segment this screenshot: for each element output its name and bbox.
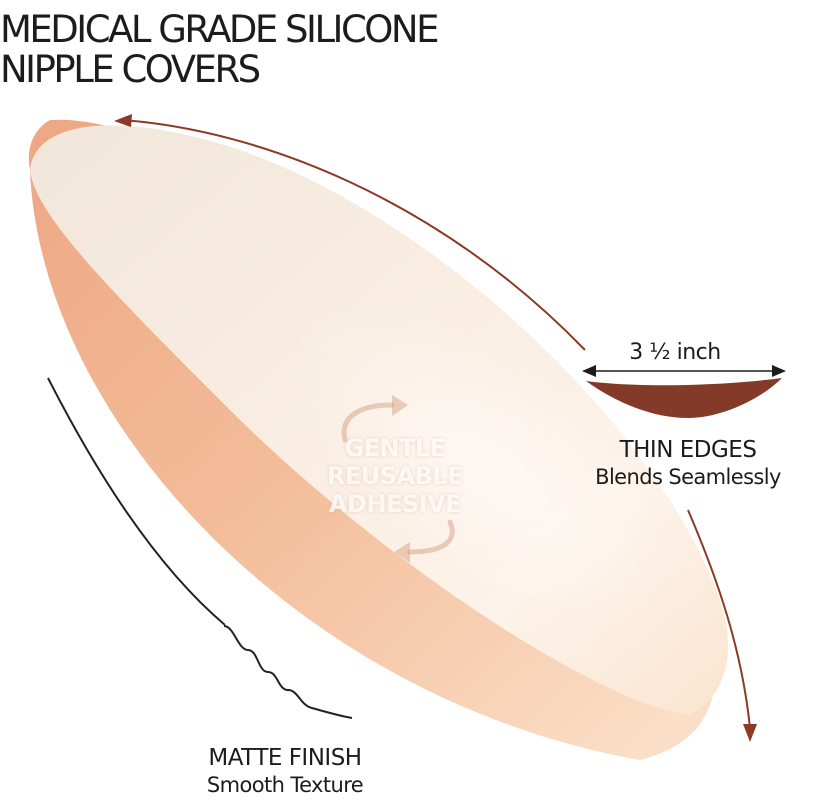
title-line-1: MEDICAL GRADE SILICONE <box>0 8 439 51</box>
adhesive-text: GENTLE REUSABLE ADHESIVE <box>300 434 490 518</box>
title-line-2: NIPPLE COVERS <box>0 48 261 91</box>
matte-finish-caption: MATTE FINISH Smooth Texture <box>170 744 400 798</box>
silicone-cover <box>28 119 729 761</box>
matte-edge-line <box>47 377 226 626</box>
dimension-label: 3 ½ inch <box>629 340 721 365</box>
curved-arrow-icon <box>394 542 410 563</box>
thin-edges-heading: THIN EDGES <box>619 437 757 463</box>
left-arrow-icon <box>582 365 596 377</box>
matte-finish-subheading: Smooth Texture <box>206 773 364 797</box>
adhesive-line-1: GENTLE <box>344 434 446 462</box>
dimension-indicator <box>582 365 786 418</box>
thin-edges-subheading: Blends Seamlessly <box>595 465 781 489</box>
adhesive-arrows <box>341 402 455 555</box>
size-arc-arrows <box>121 119 751 729</box>
arrow-head-icon <box>114 114 132 127</box>
matte-wave-line <box>223 625 353 719</box>
adhesive-line-2: REUSABLE <box>326 462 464 490</box>
curved-arrow-icon <box>392 395 408 416</box>
matte-finish-heading: MATTE FINISH <box>208 745 362 771</box>
thin-edge-profile <box>586 378 782 418</box>
arrow-head-icon <box>743 724 757 742</box>
right-arrow-icon <box>772 365 786 377</box>
page-title: MEDICAL GRADE SILICONE NIPPLE COVERS <box>0 8 439 91</box>
thin-edges-caption: THIN EDGES Blends Seamlessly <box>560 436 816 490</box>
adhesive-line-3: ADHESIVE <box>328 490 462 518</box>
